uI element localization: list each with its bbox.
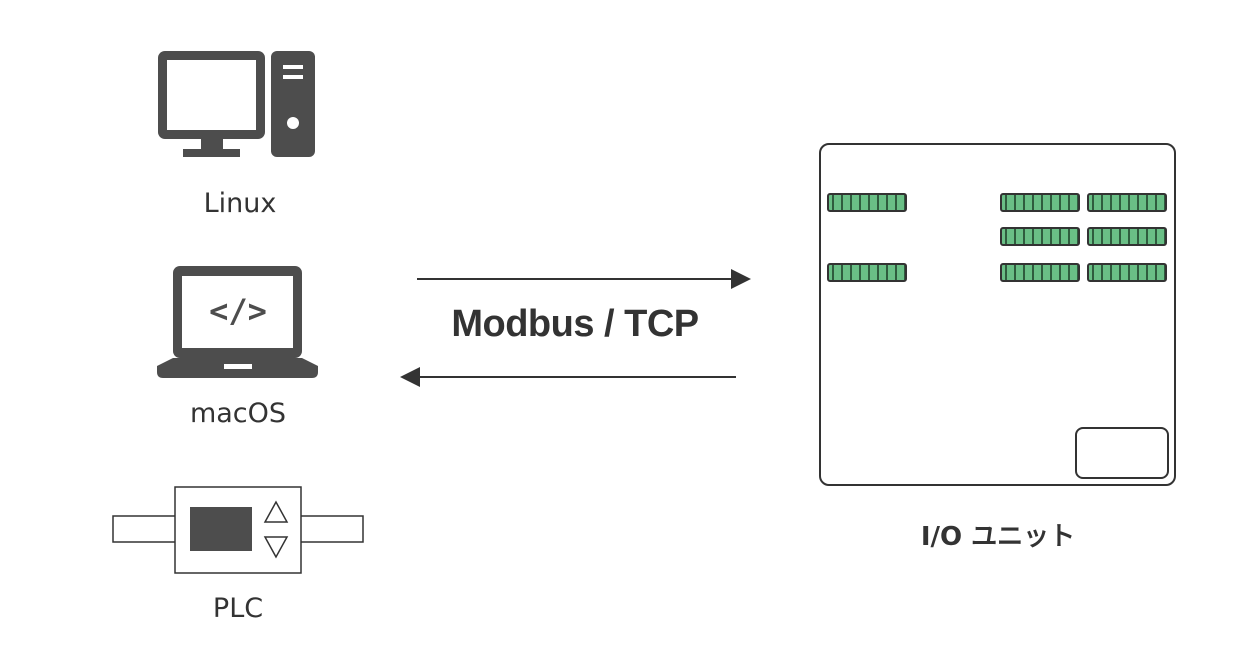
terminal-block-icon bbox=[827, 193, 907, 212]
terminal-block-icon bbox=[1000, 193, 1080, 212]
macos-label: macOS bbox=[189, 398, 287, 429]
desktop-computer-icon bbox=[158, 51, 315, 157]
terminal-block-icon bbox=[1087, 227, 1167, 246]
io-unit-label: I/O ユニット bbox=[920, 522, 1076, 552]
terminal-block-icon bbox=[1000, 263, 1080, 282]
protocol-label: Modbus / TCP bbox=[451, 303, 699, 345]
terminal-block-icon bbox=[1000, 227, 1080, 246]
laptop-code-icon: </> bbox=[157, 266, 318, 378]
terminal-block-icon bbox=[827, 263, 907, 282]
arrow-left-icon bbox=[400, 367, 736, 387]
terminal-block-icon bbox=[1087, 193, 1167, 212]
io-module-box bbox=[1075, 427, 1169, 479]
io-board-icon bbox=[819, 143, 1176, 486]
arrow-right-icon bbox=[417, 269, 751, 289]
svg-text:</>: </> bbox=[209, 292, 267, 330]
linux-label: Linux bbox=[203, 188, 277, 219]
plc-icon bbox=[112, 486, 364, 574]
plc-label: PLC bbox=[212, 593, 264, 624]
terminal-block-icon bbox=[1087, 263, 1167, 282]
